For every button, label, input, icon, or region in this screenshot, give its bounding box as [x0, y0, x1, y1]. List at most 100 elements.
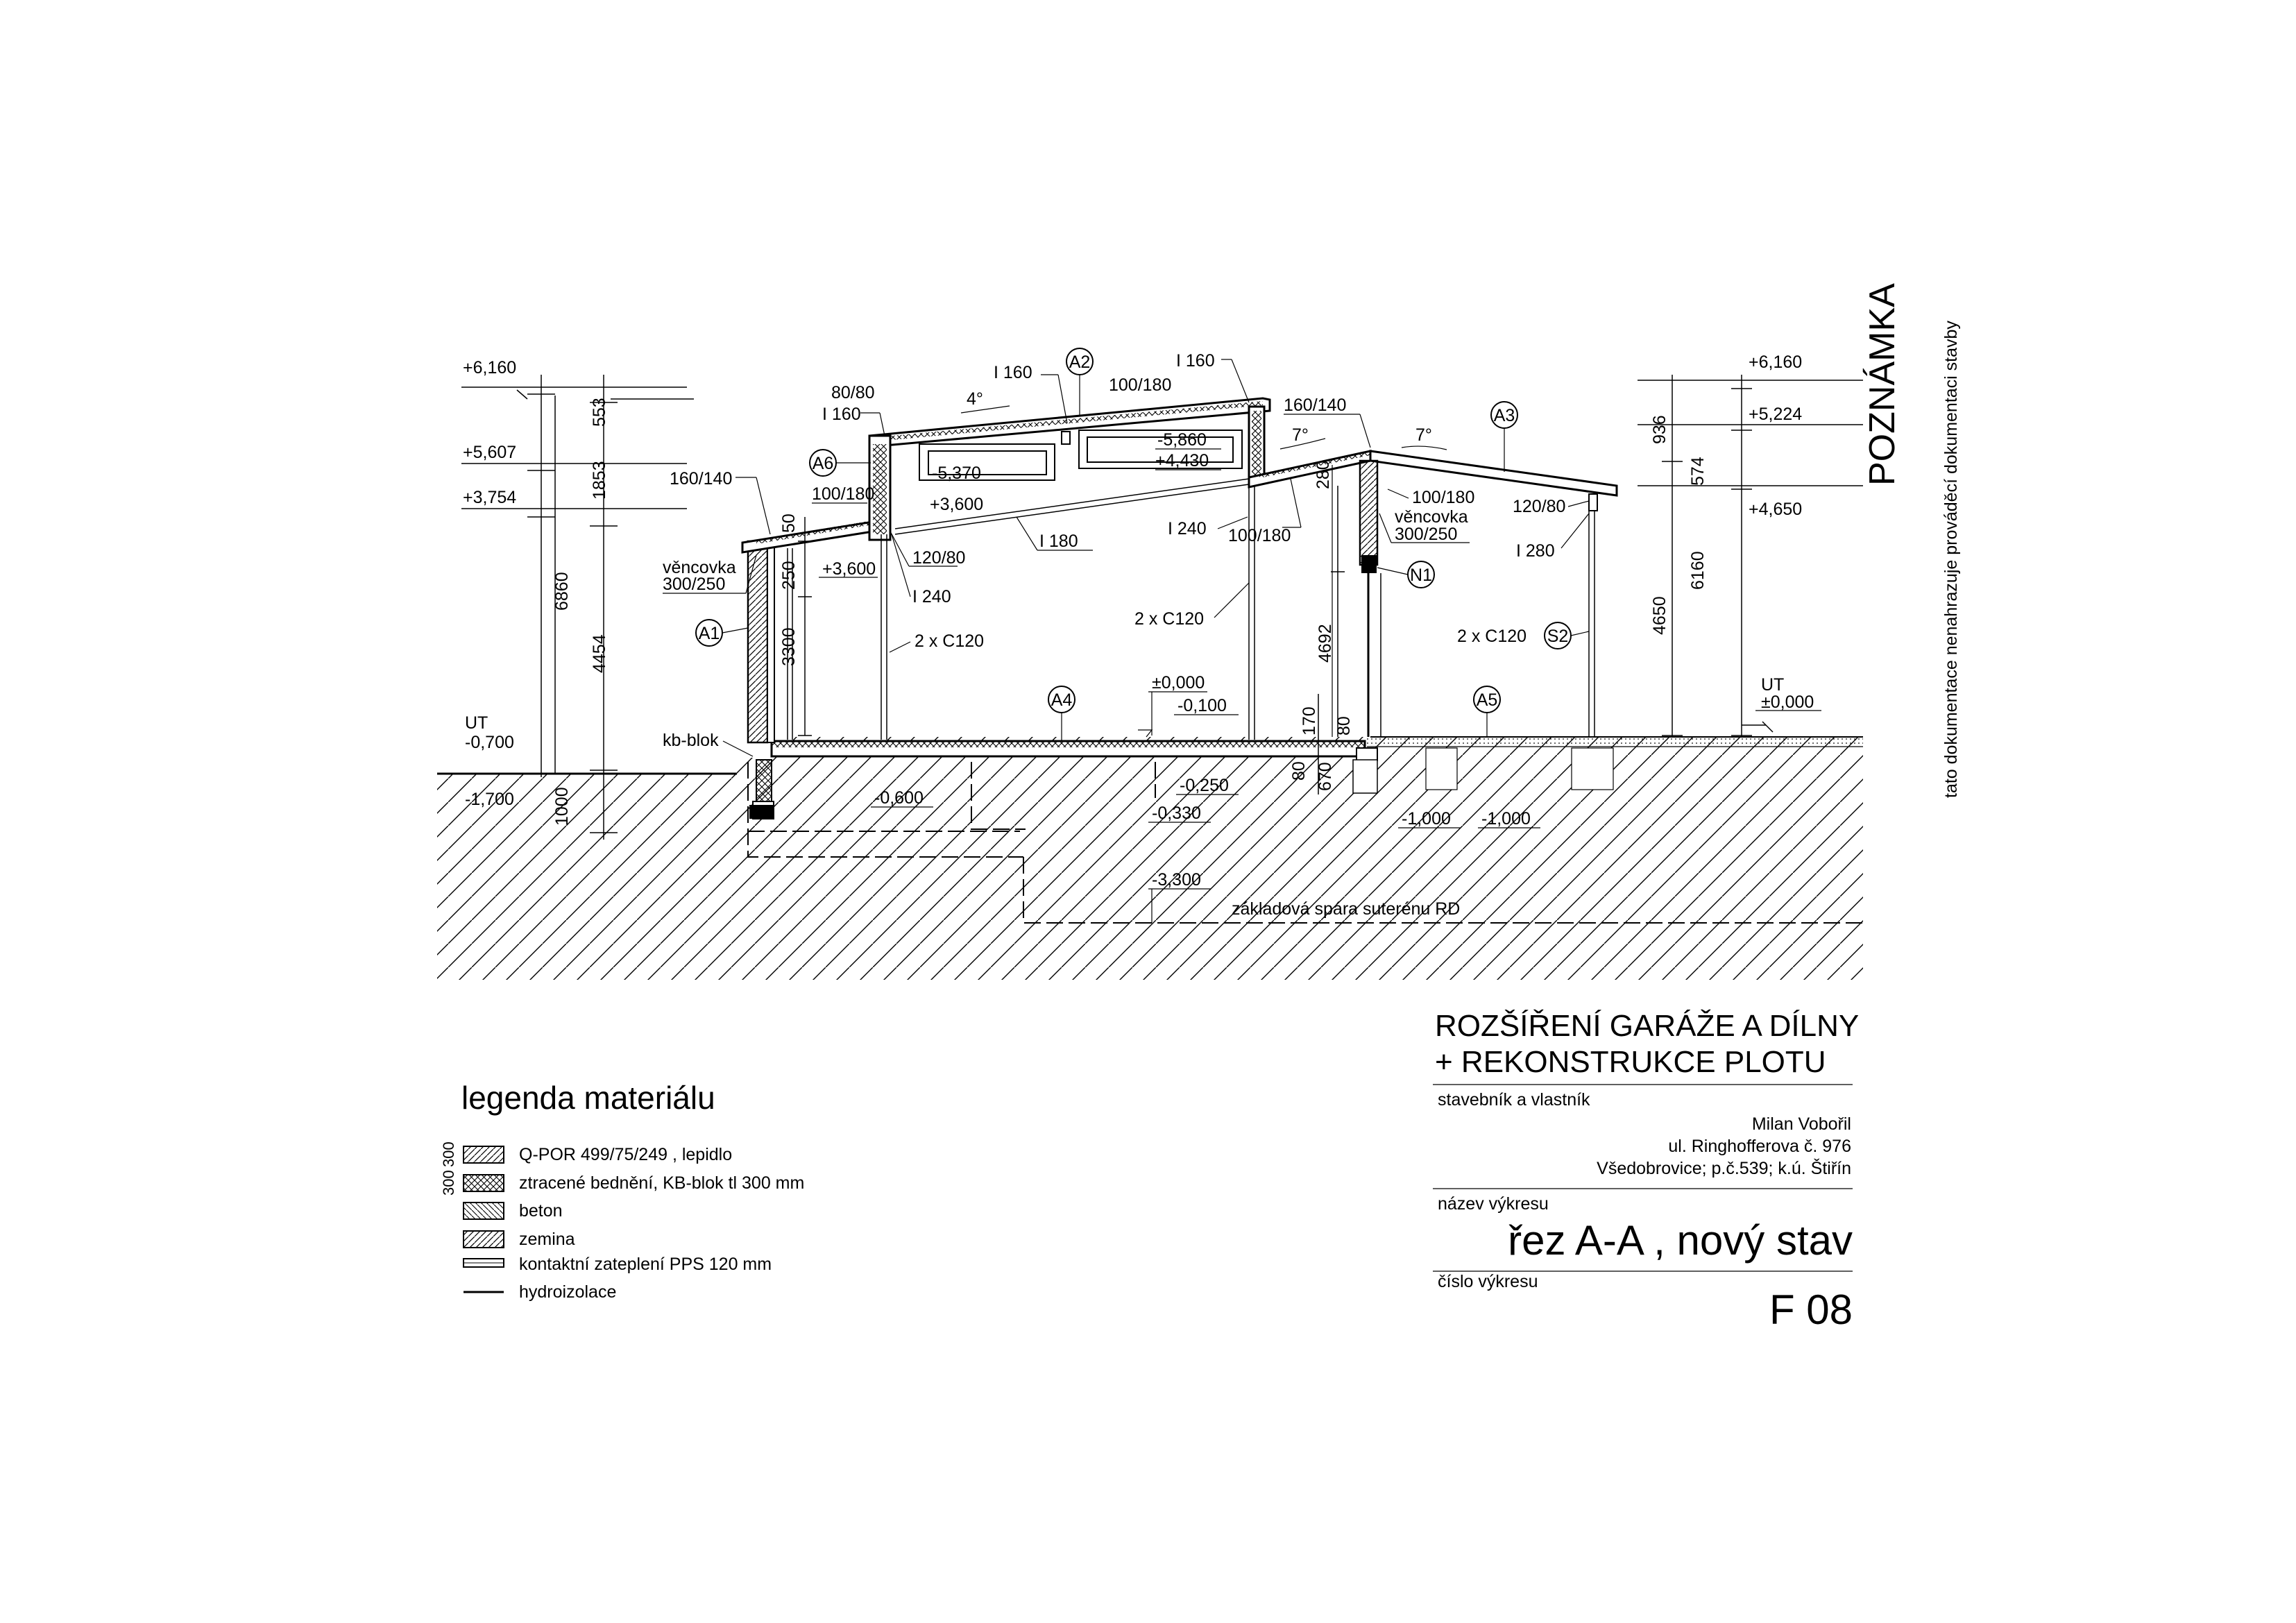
dim-3300: 3300	[779, 627, 799, 666]
soil-section	[437, 736, 1863, 980]
legend-item-zemina: zemina	[519, 1230, 575, 1249]
owner-name: Milan Vobořil	[1752, 1114, 1851, 1134]
roof-mid	[1248, 450, 1372, 488]
tag-a2: A2	[1069, 352, 1091, 372]
legend-swatch-kb	[463, 1174, 504, 1192]
roof-left-low	[741, 519, 883, 554]
elev-m3300: -3,300	[1152, 870, 1201, 890]
elev-m5370: -5,370	[932, 464, 981, 483]
drawing-number: F 08	[1769, 1286, 1853, 1333]
dim-80-bottom: 80	[1289, 761, 1309, 781]
tag-a6: A6	[813, 454, 834, 473]
label-i240-mid: I 240	[1168, 519, 1207, 538]
legend-title: legenda materiálu	[461, 1080, 715, 1116]
label-2xc120-mid: 2 x C120	[1134, 609, 1204, 629]
project-title-line1: ROZŠÍŘENÍ GARÁŽE A DÍLNY	[1435, 1008, 1859, 1043]
elev-m0330: -0,330	[1152, 804, 1201, 823]
elev-right-mid: +5,224	[1749, 405, 1802, 424]
ut-right-label: UT	[1761, 675, 1784, 695]
elev-m5860: -5,860	[1157, 430, 1207, 450]
dim-170: 170	[1300, 706, 1319, 736]
tag-a5: A5	[1477, 690, 1498, 710]
clerestory-windows	[919, 430, 1243, 481]
label-i160-right: I 160	[1176, 351, 1215, 371]
ut-left-label: UT	[465, 713, 488, 733]
dim-4454: 4454	[590, 634, 609, 673]
elev-foundation-left: -1,700	[465, 790, 514, 809]
project-title-line2: + REKONSTRUKCE PLOTU	[1435, 1045, 1826, 1079]
floor-slab	[749, 740, 1614, 819]
dim-4692-line	[1331, 486, 1345, 737]
elev-left-top: +6,160	[463, 358, 516, 377]
dim-280: 280	[1313, 460, 1333, 489]
legend-thick-1: 300	[440, 1141, 457, 1167]
right-wall	[1359, 459, 1381, 737]
elev-m1000-b: -1,000	[1481, 809, 1531, 829]
elev-m0250: -0,250	[1180, 776, 1229, 795]
label-100-180-top: 100/180	[1109, 375, 1171, 395]
note: POZNÁMKA tato dokumentace nenahrazuje pr…	[1862, 283, 1961, 798]
legend-item-qpor: Q-POR 499/75/249 , lepidlo	[519, 1145, 732, 1164]
title-block: ROZŠÍŘENÍ GARÁŽE A DÍLNY + REKONSTRUKCE …	[1433, 1008, 1859, 1333]
dim-1000: 1000	[552, 787, 572, 826]
elev-m1000-a: -1,000	[1402, 809, 1451, 829]
elev-right-top: +6,160	[1749, 352, 1802, 372]
label-zakladova-spara: základová spára suterénu RD	[1232, 899, 1460, 919]
label-2xc120-left: 2 x C120	[915, 631, 984, 651]
label-100-180-left: 100/180	[812, 484, 874, 504]
elev-p3600-left: +3,600	[822, 559, 876, 579]
tag-n1: N1	[1410, 566, 1432, 585]
label-i160-center: I 160	[994, 363, 1032, 382]
ut-left-value: -0,700	[465, 733, 514, 752]
legend-item-pps: kontaktní zateplení PPS 120 mm	[519, 1255, 772, 1274]
elev-p4430: +4,430	[1155, 451, 1209, 470]
legend-item-beton: beton	[519, 1201, 563, 1221]
dim-574: 574	[1688, 457, 1708, 486]
label-100-180-right: 100/180	[1412, 488, 1474, 507]
dim-slab-lines	[1311, 694, 1325, 794]
dim-6160: 6160	[1688, 551, 1708, 590]
elev-m0100: -0,100	[1177, 696, 1227, 715]
note-title: POZNÁMKA	[1862, 283, 1903, 486]
label-vencovka-right-size: 300/250	[1395, 525, 1457, 544]
label-80-80: 80/80	[831, 383, 875, 402]
elev-p3600-center: +3,600	[930, 495, 983, 514]
angle-7-left: 7°	[1292, 425, 1309, 445]
legend-thick-2: 300	[440, 1170, 457, 1196]
label-vencovka-right: věncovka	[1395, 507, 1468, 527]
label-120-80-right: 120/80	[1513, 497, 1565, 516]
drawing-name: řez A-A , nový stav	[1508, 1217, 1853, 1264]
label-120-80-left: 120/80	[912, 548, 965, 568]
inner-left-dims	[798, 517, 812, 736]
owner-place: Všedobrovice; p.č.539; k.ú. Štiřín	[1597, 1158, 1851, 1178]
elev-left-mid: +5,607	[463, 443, 516, 462]
columns	[787, 465, 1595, 740]
note-text: tato dokumentace nenahrazuje prováděcí d…	[1941, 321, 1961, 798]
dim-250: 250	[779, 561, 799, 590]
roof-right	[1369, 450, 1618, 511]
legend-swatch-zemina	[463, 1230, 504, 1248]
dim-6860: 6860	[552, 572, 572, 611]
right-dimension-chain	[1638, 375, 1863, 737]
drawing-name-caption: název výkresu	[1438, 1194, 1549, 1214]
left-dimension-chain	[461, 375, 694, 840]
label-kb-blok: kb-blok	[663, 731, 719, 750]
tag-a4: A4	[1051, 690, 1073, 710]
tag-a1: A1	[699, 624, 720, 643]
label-vencovka-left: věncovka	[663, 558, 736, 577]
label-160-140-left: 160/140	[670, 469, 732, 488]
legend-swatch-qpor	[463, 1146, 504, 1164]
legend-swatch-beton	[463, 1202, 504, 1220]
roof-upper	[868, 397, 1271, 541]
angle-4: 4°	[967, 389, 983, 409]
label-100-180-mid: 100/180	[1228, 526, 1291, 545]
label-i180: I 180	[1039, 532, 1078, 551]
dim-80-top: 80	[1334, 716, 1354, 736]
dim-553: 553	[590, 398, 609, 427]
owner-caption: stavebník a vlastník	[1438, 1090, 1590, 1110]
legend: legenda materiálu 300 300 Q-POR 499/75/2…	[440, 1080, 804, 1302]
elev-000-floor: ±0,000	[1152, 673, 1205, 692]
elev-m0600: -0,600	[874, 788, 924, 808]
dim-936: 936	[1650, 415, 1669, 444]
